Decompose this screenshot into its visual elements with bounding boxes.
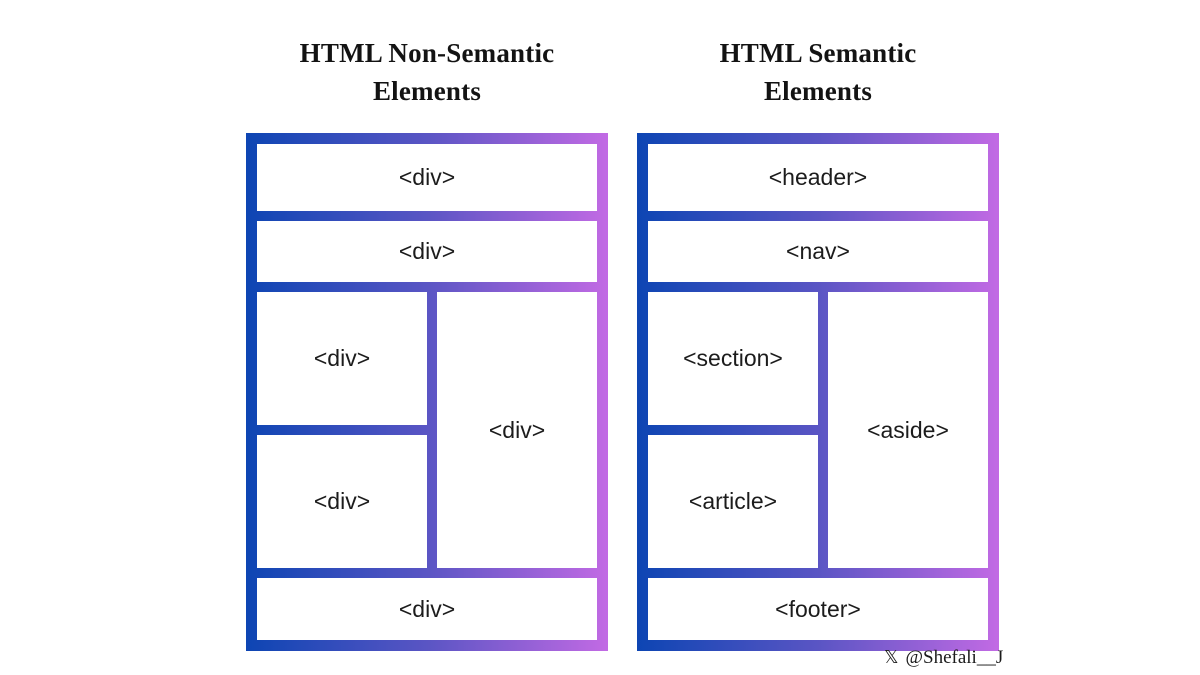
watermark-handle: @Shefali__J <box>905 647 1004 668</box>
nonsemantic-right-tall-box: <div> <box>437 292 597 568</box>
x-logo-icon: 𝕏 <box>884 647 899 668</box>
nonsemantic-top-box: <div> <box>257 144 597 211</box>
nonsemantic-left-upper-box: <div> <box>257 292 427 425</box>
nonsemantic-bottom-box: <div> <box>257 578 597 640</box>
nonsemantic-left-lower-box: <div> <box>257 435 427 568</box>
semantic-middle-left-column: <section> <article> <box>648 292 818 568</box>
semantic-title: HTML Semantic Elements <box>637 34 999 110</box>
semantic-diagram-frame: <header> <nav> <section> <article> <asid… <box>637 133 999 651</box>
semantic-aside-box: <aside> <box>828 292 988 568</box>
nonsemantic-title-line2: Elements <box>372 76 482 106</box>
semantic-header-box: <header> <box>648 144 988 211</box>
semantic-title-line2: Elements <box>763 76 873 106</box>
nonsemantic-title: HTML Non-Semantic Elements <box>246 34 608 110</box>
watermark: 𝕏 @Shefali__J <box>884 647 1003 669</box>
semantic-middle-row: <section> <article> <aside> <box>648 292 988 568</box>
nonsemantic-diagram-frame: <div> <div> <div> <div> <div> <div> <box>246 133 608 651</box>
nonsemantic-middle-left-column: <div> <div> <box>257 292 427 568</box>
semantic-nav-box: <nav> <box>648 221 988 282</box>
nonsemantic-title-line1: HTML Non-Semantic <box>299 38 555 68</box>
semantic-footer-box: <footer> <box>648 578 988 640</box>
nonsemantic-nav-box: <div> <box>257 221 597 282</box>
semantic-section-box: <section> <box>648 292 818 425</box>
nonsemantic-middle-row: <div> <div> <div> <box>257 292 597 568</box>
semantic-article-box: <article> <box>648 435 818 568</box>
semantic-title-line1: HTML Semantic <box>719 38 917 68</box>
